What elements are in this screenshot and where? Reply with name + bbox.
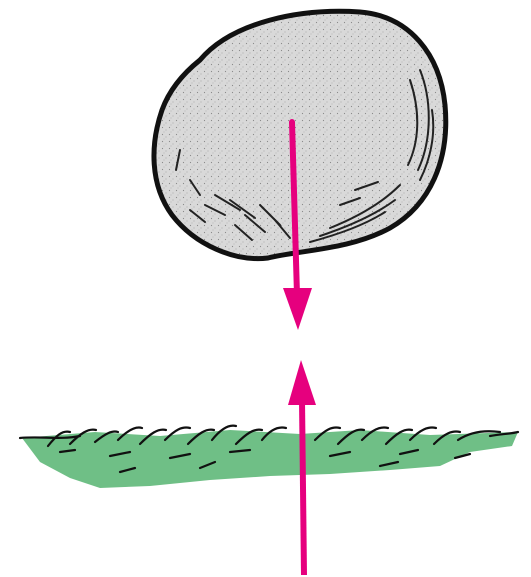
ground — [20, 426, 518, 488]
rock — [154, 11, 446, 258]
grass-fill — [22, 430, 518, 488]
rock-body — [154, 11, 446, 258]
